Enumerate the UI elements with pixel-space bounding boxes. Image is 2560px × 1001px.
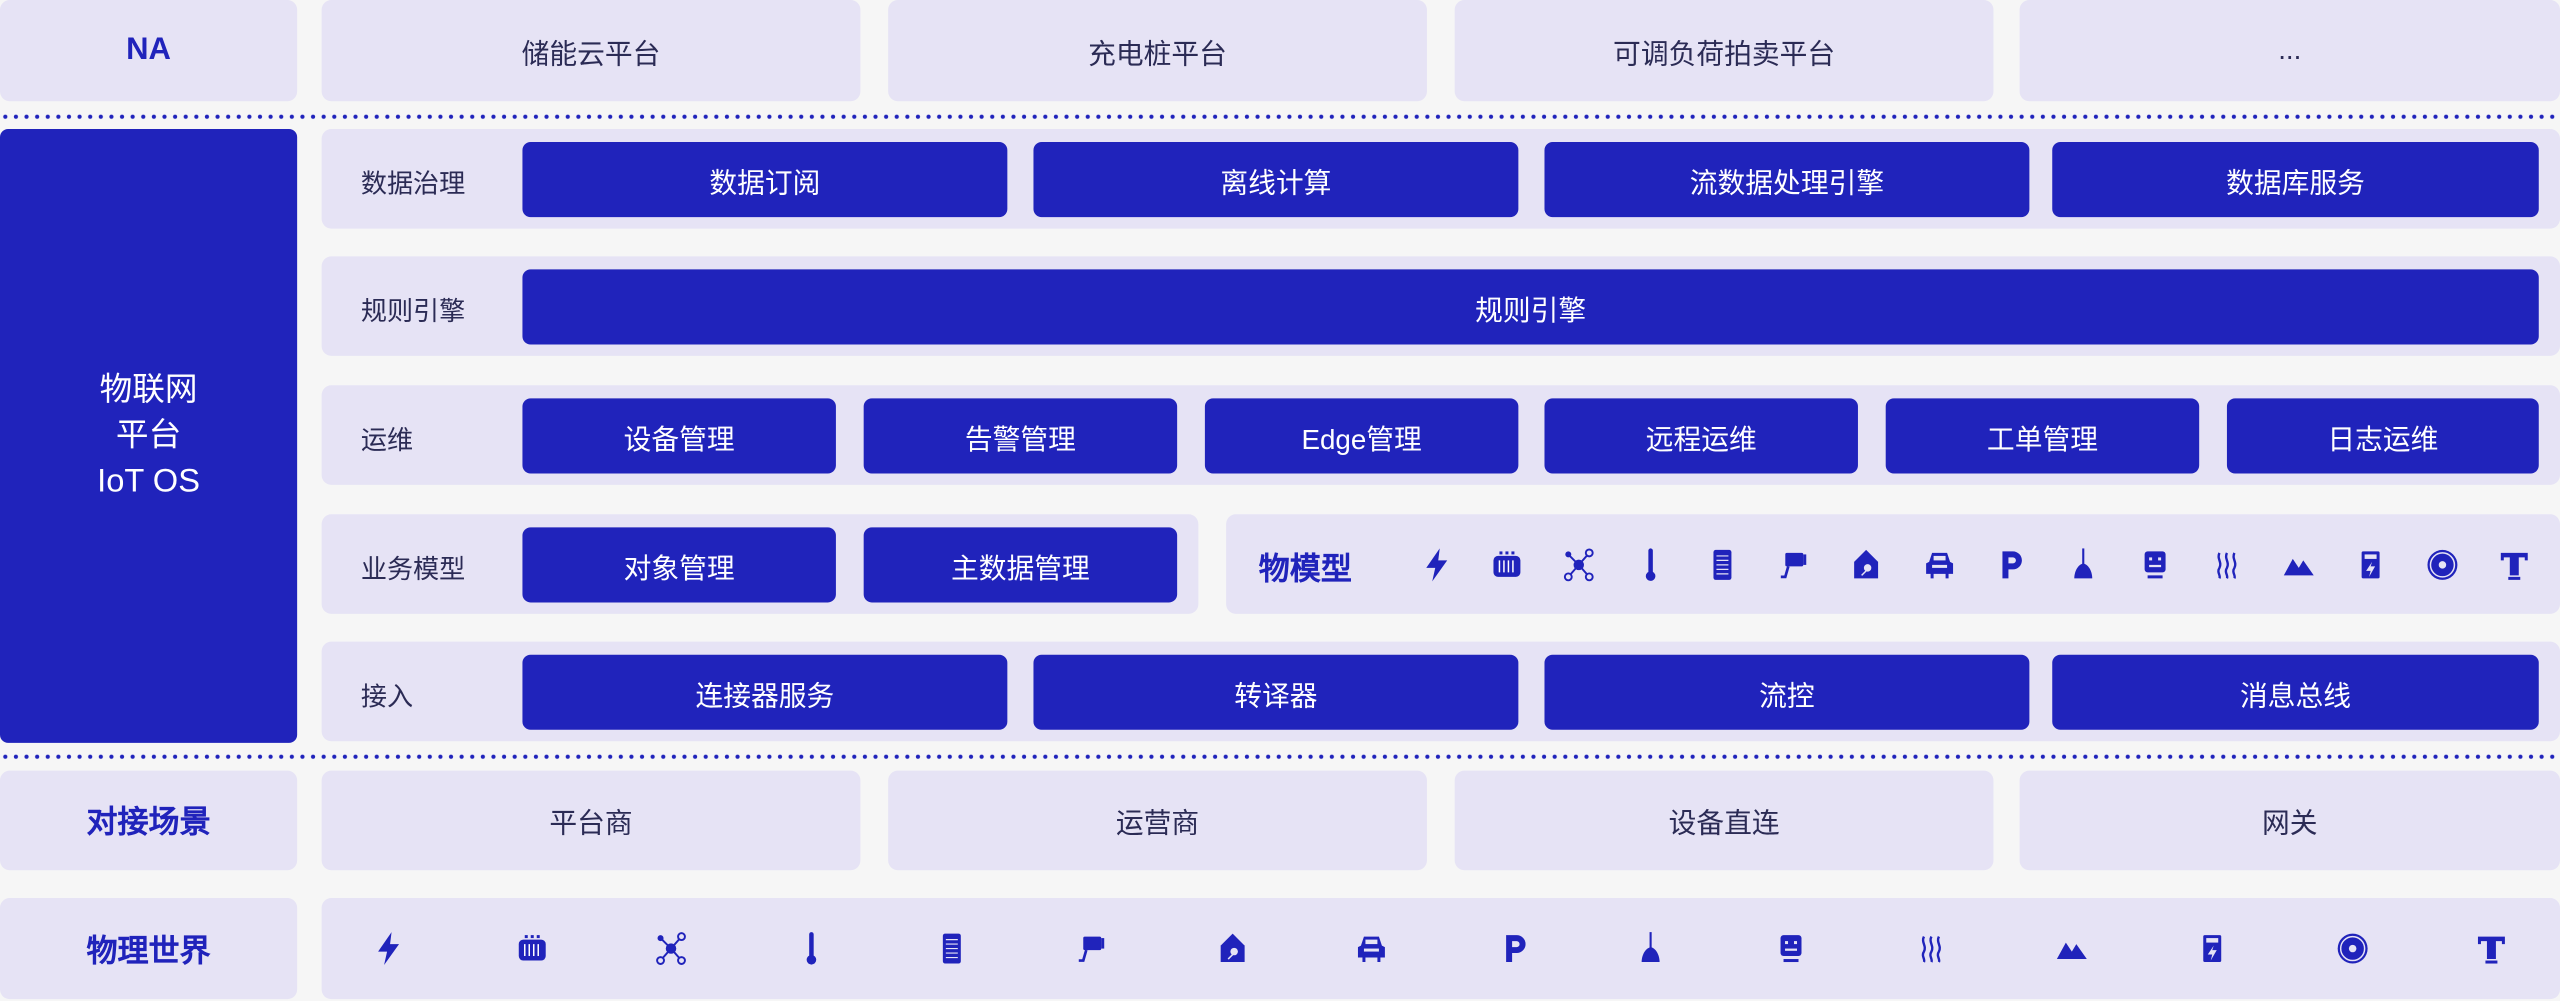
robot-icon <box>2137 547 2173 583</box>
row-label-operations: 运维 <box>360 427 414 456</box>
mountains-icon <box>2281 547 2317 583</box>
integration-label: 对接场景 <box>0 770 298 871</box>
integration-box[interactable]: 平台商 <box>321 770 861 871</box>
car-icon <box>1922 547 1958 583</box>
access-button[interactable]: 消息总线 <box>2052 654 2539 730</box>
data-governance-button[interactable]: 数据库服务 <box>2052 142 2539 218</box>
disc-icon <box>2335 931 2371 967</box>
parking-icon <box>1993 547 2029 583</box>
transformer-icon <box>2496 547 2532 583</box>
row-label-business-model: 业务模型 <box>360 556 466 585</box>
lamp-icon <box>1633 931 1669 967</box>
thermometer-icon <box>1633 547 1669 583</box>
disc-icon <box>2424 547 2460 583</box>
transformer-icon <box>2473 931 2509 967</box>
divider-dotted <box>0 114 2560 120</box>
charging-station-icon <box>2194 931 2230 967</box>
parking-icon <box>1497 931 1533 967</box>
row-label-data-governance: 数据治理 <box>360 171 466 200</box>
operations-button[interactable]: 远程运维 <box>1544 398 1858 474</box>
platform-box[interactable]: 储能云平台 <box>321 0 861 102</box>
battery-module-icon <box>1489 547 1525 583</box>
access-button[interactable]: 流控 <box>1544 654 2030 730</box>
iot-os-block: 物联网平台 IoT OS <box>0 128 298 743</box>
charging-station-icon <box>2353 547 2389 583</box>
network-nodes-icon <box>653 931 689 967</box>
data-governance-button[interactable]: 流数据处理引擎 <box>1544 142 2030 218</box>
thing-model-panel <box>1226 514 2560 614</box>
operations-button[interactable]: 告警管理 <box>863 398 1178 474</box>
server-rack-icon <box>934 931 970 967</box>
iot-os-line: 物联网 <box>99 372 198 409</box>
na-label: NA <box>0 0 298 102</box>
robot-icon <box>1773 931 1809 967</box>
home-charger-icon <box>1848 547 1884 583</box>
thermometer-icon <box>793 931 829 967</box>
server-rack-icon <box>1704 547 1740 583</box>
iot-os-line: IoT OS <box>97 463 200 500</box>
lightning-icon <box>1419 547 1455 583</box>
rule-engine-button[interactable]: 规则引擎 <box>522 269 2539 345</box>
operations-button[interactable]: 设备管理 <box>522 398 836 474</box>
home-charger-icon <box>1215 931 1251 967</box>
heat-waves-icon <box>2209 547 2245 583</box>
business-model-button[interactable]: 对象管理 <box>522 527 836 603</box>
heat-waves-icon <box>1913 931 1949 967</box>
camera-icon <box>1776 547 1812 583</box>
physical-world-label: 物理世界 <box>0 897 298 1000</box>
car-icon <box>1353 931 1389 967</box>
row-label-access: 接入 <box>360 684 414 712</box>
row-label-rule-engine: 规则引擎 <box>360 298 466 327</box>
thing-model-label: 物模型 <box>1258 553 1352 588</box>
access-button[interactable]: 转译器 <box>1033 654 1519 730</box>
business-model-button[interactable]: 主数据管理 <box>863 527 1178 603</box>
integration-box[interactable]: 网关 <box>2019 770 2560 871</box>
integration-box[interactable]: 设备直连 <box>1454 770 1994 871</box>
lightning-icon <box>371 931 407 967</box>
battery-module-icon <box>514 931 550 967</box>
iot-os-line: 平台 <box>115 417 182 454</box>
physical-world-panel <box>321 897 2560 1000</box>
platform-box[interactable]: 可调负荷拍卖平台 <box>1454 0 1994 102</box>
camera-icon <box>1074 931 1110 967</box>
data-governance-button[interactable]: 离线计算 <box>1033 142 1519 218</box>
platform-box[interactable]: ... <box>2019 0 2560 102</box>
operations-button[interactable]: 日志运维 <box>2226 398 2539 474</box>
platform-box[interactable]: 充电桩平台 <box>888 0 1427 102</box>
operations-button[interactable]: 工单管理 <box>1885 398 2200 474</box>
data-governance-button[interactable]: 数据订阅 <box>522 142 1008 218</box>
operations-button[interactable]: Edge管理 <box>1204 398 1519 474</box>
integration-box[interactable]: 运营商 <box>888 770 1427 871</box>
mountains-icon <box>2054 931 2090 967</box>
access-button[interactable]: 连接器服务 <box>522 654 1008 730</box>
network-nodes-icon <box>1561 547 1597 583</box>
divider-dotted <box>0 754 2560 760</box>
lamp-icon <box>2065 547 2101 583</box>
